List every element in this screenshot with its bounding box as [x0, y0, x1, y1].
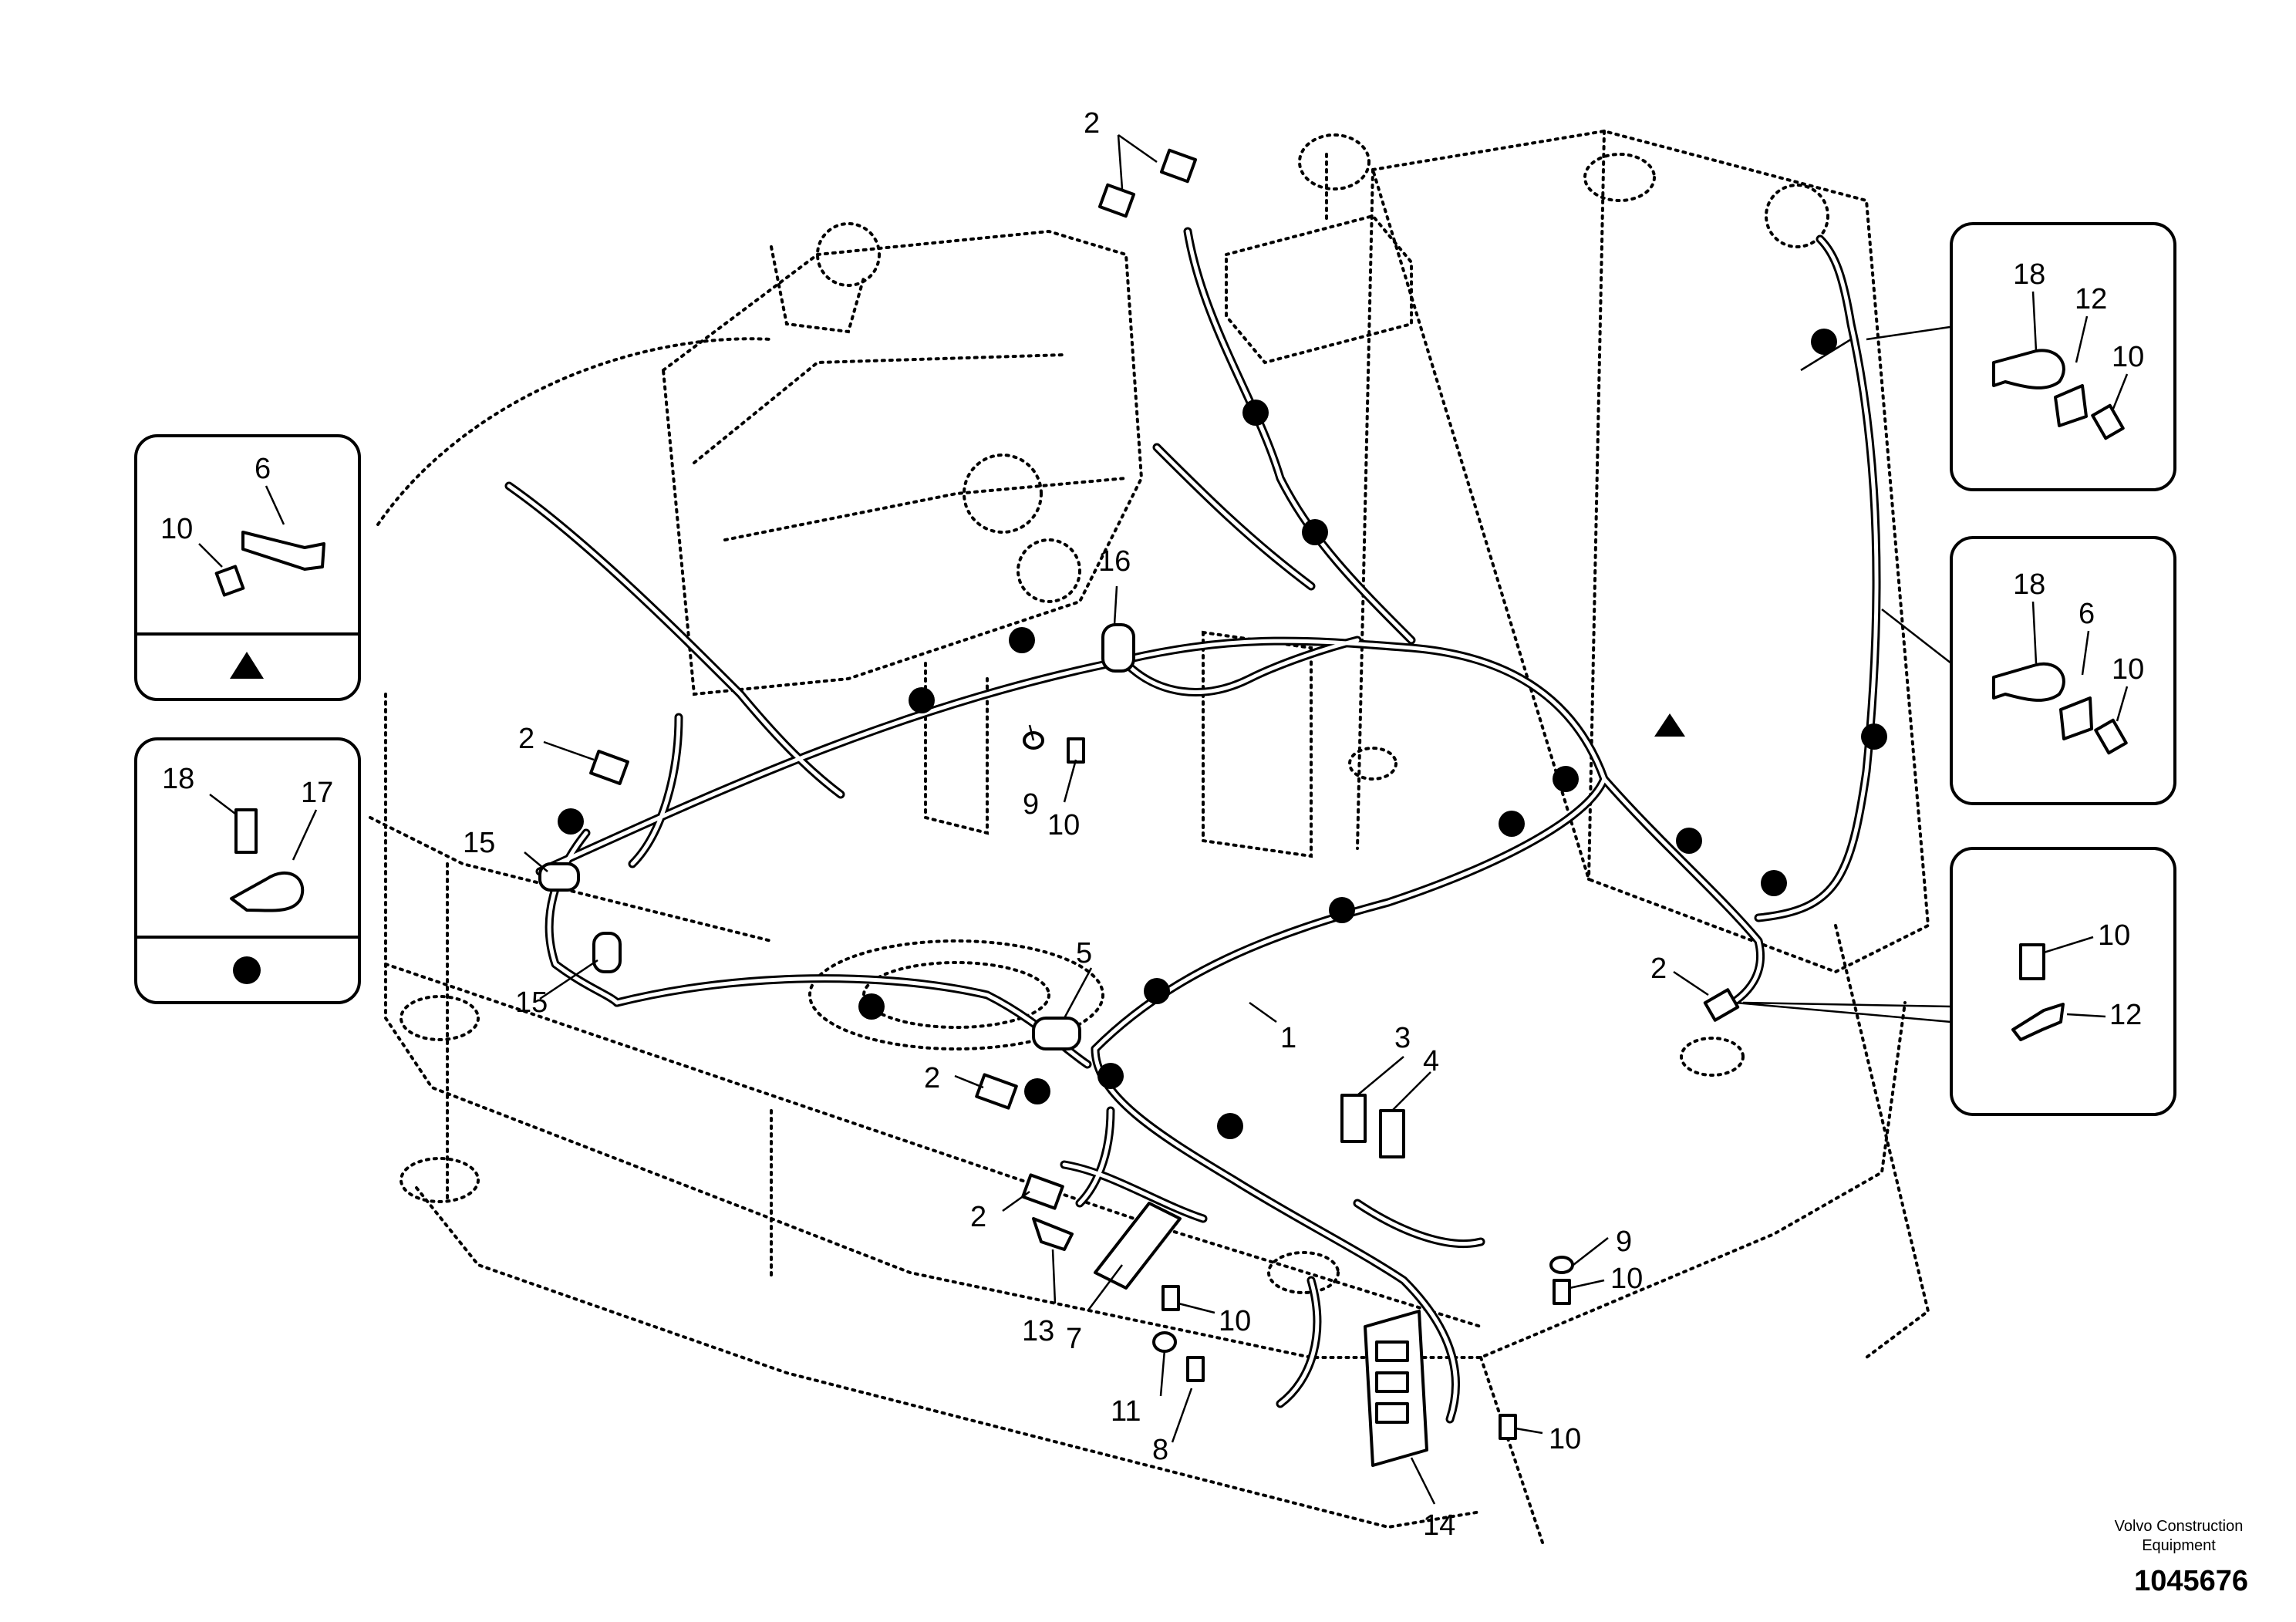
detail-label-17: 17: [301, 777, 333, 809]
callout-10-d: 10: [1549, 1423, 1581, 1455]
callout-2-mid: 2: [924, 1062, 940, 1094]
callout-2-right: 2: [1650, 953, 1667, 985]
detail-box-dot-kit: 18 17: [134, 737, 361, 1004]
callout-10-c: 10: [1610, 1263, 1643, 1295]
detail-label-10-c: 10: [2098, 919, 2130, 952]
callout-2-low: 2: [970, 1201, 986, 1233]
detail-label-18: 18: [162, 763, 194, 795]
detail-label-10-b: 10: [2112, 653, 2144, 686]
bolts: [1023, 731, 1574, 1440]
callout-4: 4: [1423, 1045, 1439, 1077]
detail-label-10-a: 10: [2112, 341, 2144, 373]
connector-left: [589, 750, 629, 785]
callout-2-left: 2: [518, 723, 534, 755]
connector-low: [1021, 1173, 1064, 1210]
leader-lines: [524, 133, 1956, 1505]
relay-3: [1340, 1094, 1367, 1143]
grommet-15-b: [592, 932, 622, 973]
callout-8: 8: [1152, 1434, 1168, 1466]
brand-block: Volvo Construction Equipment 1045676: [2115, 1518, 2248, 1597]
callout-5: 5: [1076, 937, 1092, 969]
callout-1: 1: [1280, 1022, 1296, 1054]
callout-numbers: 2 2 2 2 2 1 3 4 5 16 15 15 9 10 13 7 10 …: [463, 107, 1667, 1542]
document-number: 1045676: [2134, 1565, 2248, 1597]
callout-10-b: 10: [1219, 1305, 1251, 1337]
callout-14: 14: [1423, 1509, 1455, 1542]
detail-box-lower-right: 10 12: [1950, 847, 2176, 1116]
callout-9-b: 9: [1616, 1226, 1632, 1258]
callout-13: 13: [1022, 1315, 1054, 1347]
relay-4: [1379, 1109, 1405, 1158]
callout-3: 3: [1394, 1022, 1411, 1054]
main-wiring-harness: [504, 227, 1881, 1424]
detail-label-18-a: 18: [2013, 258, 2045, 291]
brand-line-2: Equipment: [2142, 1537, 2216, 1554]
detail-box-mid-right: 18 6 10: [1950, 536, 2176, 805]
grommet-15-a: [538, 862, 580, 892]
callout-10-a: 10: [1047, 809, 1080, 841]
bracket-13: [1032, 1217, 1074, 1251]
callout-11: 11: [1111, 1395, 1141, 1428]
callout-15-a: 15: [463, 827, 495, 859]
callout-15-b: 15: [515, 986, 548, 1019]
connector-top-1: [1097, 148, 1198, 218]
callout-2-top: 2: [1084, 107, 1100, 140]
grommet-16: [1101, 623, 1135, 673]
callout-16: 16: [1098, 545, 1131, 578]
connector-right: [1703, 988, 1740, 1022]
triangle-marker: [1654, 713, 1685, 737]
fuse-box-14: [1364, 1310, 1428, 1467]
detail-box-triangle-kit: 6 10: [134, 434, 361, 701]
connector-mid: [975, 1073, 1018, 1110]
detail-label-12-a: 12: [2075, 283, 2107, 315]
clip-markers: [558, 329, 1887, 1139]
detail-box-upper-right: 18 12 10: [1950, 222, 2176, 491]
detail-label-6-b: 6: [2079, 598, 2095, 630]
detail-label-12-c: 12: [2109, 999, 2142, 1031]
callout-9-a: 9: [1023, 788, 1039, 821]
brand-line-1: Volvo Construction: [2115, 1518, 2244, 1535]
detail-label-10: 10: [160, 513, 193, 545]
bracket-7: [1094, 1202, 1182, 1290]
detail-label-6: 6: [255, 453, 271, 485]
machine-outline: [369, 129, 1930, 1544]
callout-7: 7: [1066, 1323, 1082, 1355]
detail-label-18-b: 18: [2013, 568, 2045, 601]
grommet-5: [1032, 1017, 1081, 1050]
